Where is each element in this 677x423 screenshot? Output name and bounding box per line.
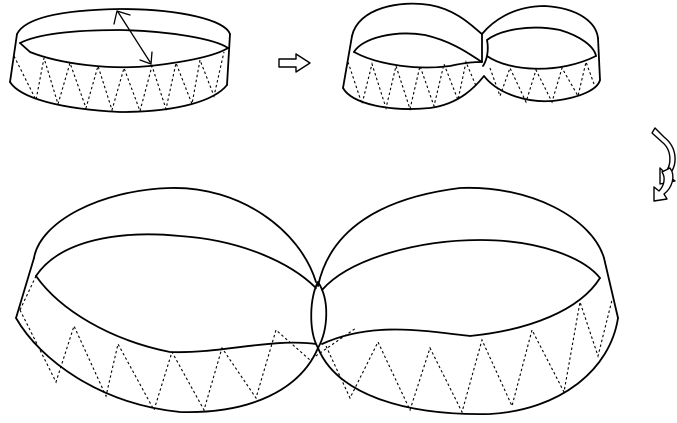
eight-right-inner-rim [487,28,596,56]
eight-left-edge [343,36,352,88]
ring-left-edge [10,34,17,82]
eight-right-edge [598,38,600,80]
eight-left-inner-rim [354,34,482,62]
loop-left-edge [16,258,34,318]
double-headed-arrow [114,11,152,64]
loop-right-lobe-top [318,188,604,286]
loop-right-edge [604,258,618,318]
band-double-loop [16,188,618,414]
rotate-arrow-icon [652,128,675,201]
right-arrow-icon [279,54,310,72]
ring-top-inner-edge [20,30,228,48]
ring-right-edge [227,34,230,85]
eight-band-edge [354,52,596,69]
loop-left-creases [20,310,356,410]
loop-center-pinch [311,282,326,348]
band-figure-eight [343,4,600,109]
eight-left-creases [348,62,476,109]
loop-bottom-edge [16,318,618,414]
ring-band-edge [20,43,228,67]
ring-bottom-edge [10,82,227,112]
eight-left-lobe-top [352,4,482,36]
loop-left-inner-rim [36,234,316,288]
eight-pinch [482,34,488,66]
loop-band-edge [36,276,600,352]
band-ring [10,9,230,112]
loop-right-inner-rim [322,240,600,290]
